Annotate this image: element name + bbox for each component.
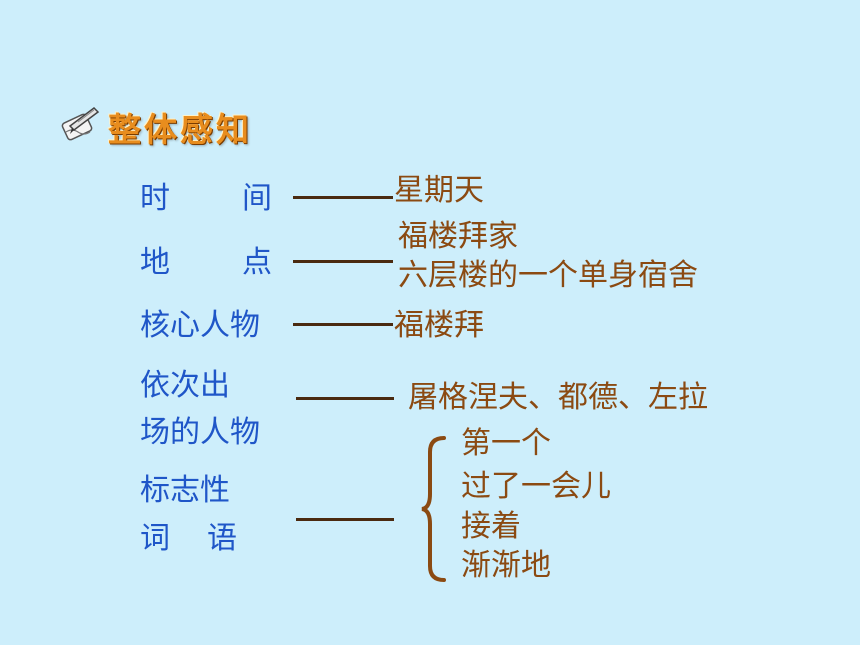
order-connector-line	[296, 397, 394, 400]
marker-item: 渐渐地	[461, 548, 551, 583]
marker-item: 过了一会儿	[461, 469, 611, 504]
order-label-1: 依次出	[140, 368, 230, 403]
place-label-char-2: 点	[242, 245, 272, 280]
markers-label-2-char-2: 语	[207, 521, 237, 556]
time-label-char-1: 时	[140, 181, 170, 216]
markers-connector-line	[296, 518, 394, 521]
page-title: 整体感知	[108, 110, 252, 149]
marker-item: 第一个	[461, 426, 551, 461]
core-label: 核心人物	[140, 308, 260, 343]
marker-item: 接着	[461, 509, 521, 544]
time-label-char-2: 间	[242, 181, 272, 216]
core-connector-line	[293, 323, 393, 326]
place-value-1: 福楼拜家	[398, 219, 518, 254]
markers-label-1: 标志性	[140, 473, 230, 508]
scroll-quill-icon	[61, 107, 100, 141]
left-brace-icon	[421, 436, 446, 582]
markers-label-2-char-1: 词	[140, 521, 170, 556]
order-label-2: 场的人物	[140, 415, 260, 450]
core-value: 福楼拜	[394, 308, 484, 343]
place-value-2: 六层楼的一个单身宿舍	[398, 258, 698, 293]
place-connector-line	[293, 260, 393, 263]
place-label-char-1: 地	[140, 245, 170, 280]
order-value: 屠格涅夫、都德、左拉	[408, 380, 708, 415]
time-connector-line	[293, 196, 393, 199]
time-value: 星期天	[394, 173, 484, 208]
